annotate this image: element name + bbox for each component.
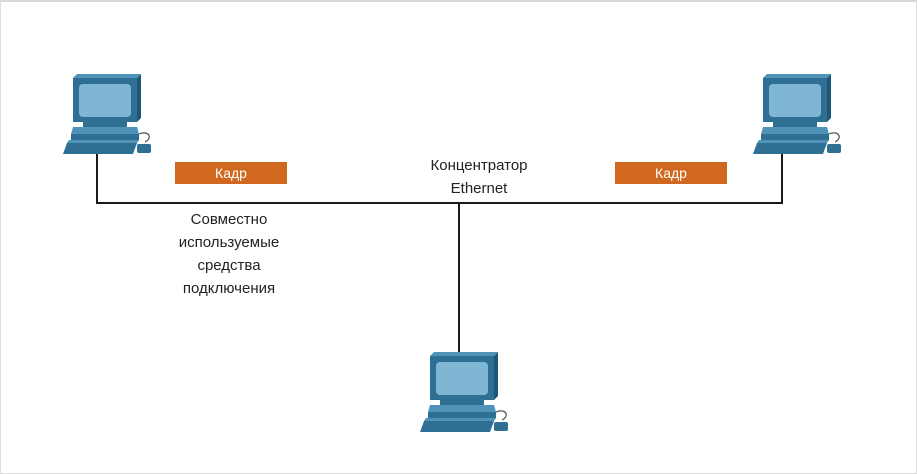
drop-cable-bottom	[458, 202, 460, 354]
drop-cable-left	[96, 152, 98, 204]
hub-label-line1: Концентратор	[430, 157, 528, 174]
shared-media-line4: подключения	[182, 280, 276, 297]
computer-right	[753, 74, 841, 154]
computer-icon	[420, 352, 508, 432]
hub-label: Концентратор Ethernet	[399, 154, 559, 200]
computer-bottom	[420, 352, 508, 432]
drop-cable-right	[781, 152, 783, 204]
hub-label-line2: Ethernet	[450, 180, 508, 197]
shared-bus-line	[96, 202, 783, 204]
shared-media-line1: Совместно	[190, 211, 268, 228]
shared-media-line3: средства	[197, 257, 261, 274]
shared-media-label: Совместно используемые средства подключе…	[154, 208, 304, 300]
computer-icon	[63, 74, 151, 154]
computer-icon	[753, 74, 841, 154]
shared-media-line2: используемые	[178, 234, 280, 251]
frame-label-right: Кадр	[615, 162, 727, 184]
frame-label-left: Кадр	[175, 162, 287, 184]
computer-left	[63, 74, 151, 154]
